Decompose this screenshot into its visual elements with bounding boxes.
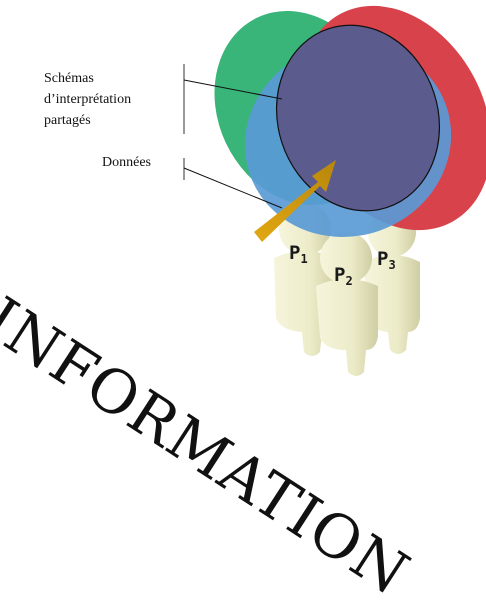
shared-schemas-ellipse [275, 24, 441, 212]
person-label-p1: P1 [289, 242, 308, 266]
data-arrow [254, 160, 336, 242]
donnees-leader-line [183, 167, 283, 209]
schemas-leader-line [183, 79, 283, 100]
diagram-canvas [183, 5, 486, 376]
person-letter: P [334, 264, 346, 286]
shared-schemas-label-line1: Schémas [44, 71, 94, 86]
person-figure-p2 [316, 232, 378, 376]
shared-schemas-label-line3: partagés [44, 113, 91, 128]
person-letter: P [289, 242, 301, 264]
person-index: 3 [388, 258, 396, 272]
person-index: 2 [345, 274, 353, 288]
person-index: 1 [300, 252, 308, 266]
person-label-p2: P2 [334, 264, 353, 288]
person-label-p3: P3 [377, 248, 396, 272]
shared-schemas-label-line2: d’interprétation [44, 92, 132, 107]
shared-schemas-label: Schémas d’interprétation partagés [44, 68, 174, 131]
person-letter: P [377, 248, 389, 270]
donnees-label: Données [102, 155, 151, 170]
